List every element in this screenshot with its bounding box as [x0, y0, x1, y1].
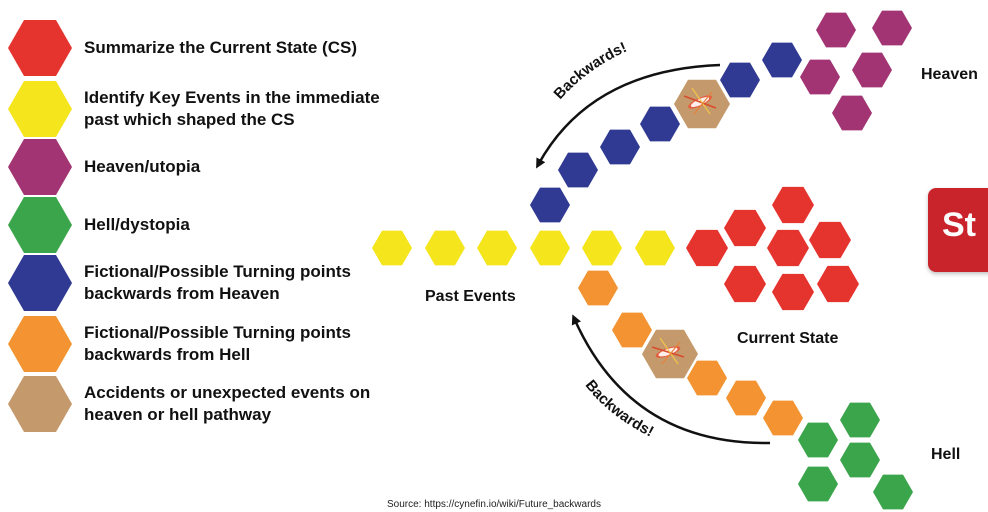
- legend-item-hell-turning-points: Fictional/Possible Turning points backwa…: [8, 316, 428, 372]
- accident-hexagon-hell-path: [642, 329, 698, 379]
- red-hexagon: [809, 221, 851, 259]
- heaven-hexagons: [800, 10, 912, 131]
- red-hexagon: [772, 273, 814, 311]
- yellow-hexagon: [372, 230, 412, 266]
- legend-item-key-events: Identify Key Events in the immediate pas…: [8, 81, 428, 137]
- orange-hexagon: [726, 380, 766, 416]
- yellow-hexagon: [425, 230, 465, 266]
- hell-turning-point-hexagons: [578, 270, 803, 436]
- blue-hexagon: [558, 152, 598, 188]
- red-hexagon: [817, 265, 859, 303]
- legend-item-accidents: Accidents or unexpected events on heaven…: [8, 376, 428, 432]
- yellow-hexagon: [582, 230, 622, 266]
- backwards-label-top: Backwards!: [551, 39, 630, 103]
- purple-hexagon: [800, 59, 840, 95]
- orange-hexagon: [687, 360, 727, 396]
- red-hexagon: [724, 265, 766, 303]
- hell-label: Hell: [931, 446, 961, 463]
- purple-hexagon: [832, 95, 872, 131]
- backwards-arrow-top: [536, 63, 721, 169]
- blue-hexagon-icon: [8, 255, 72, 311]
- green-hexagon: [840, 402, 880, 438]
- hell-hexagons: [798, 402, 913, 510]
- purple-hexagon: [872, 10, 912, 46]
- legend-item-heaven: Heaven/utopia: [8, 139, 428, 195]
- legend-label: Fictional/Possible Turning points backwa…: [84, 262, 351, 303]
- red-hexagon: [686, 229, 728, 267]
- purple-hexagon-icon: [8, 139, 72, 195]
- yellow-hexagon: [477, 230, 517, 266]
- heaven-turning-point-hexagons: [530, 42, 802, 223]
- orange-hexagon: [578, 270, 618, 306]
- legend-item-hell: Hell/dystopia: [8, 197, 428, 253]
- legend-label: Heaven/utopia: [84, 157, 201, 176]
- current-state-label: Current State: [737, 330, 839, 347]
- legend-label: Hell/dystopia: [84, 215, 190, 234]
- red-hexagon-icon: [8, 20, 72, 76]
- badge-text: St: [942, 206, 976, 244]
- explosion-icon: [683, 87, 717, 115]
- legend-item-heaven-turning-points: Fictional/Possible Turning points backwa…: [8, 255, 428, 311]
- blue-hexagon: [720, 62, 760, 98]
- past-events-label: Past Events: [425, 288, 516, 305]
- legend-label: Accidents or unexpected events on heaven…: [84, 383, 371, 424]
- explosion-icon: [651, 337, 685, 365]
- slide-badge: St: [928, 188, 988, 272]
- past-events-hexagons: [372, 230, 675, 266]
- green-hexagon-icon: [8, 197, 72, 253]
- red-hexagon: [767, 229, 809, 267]
- legend-label: Fictional/Possible Turning points backwa…: [84, 323, 351, 364]
- orange-hexagon: [612, 312, 652, 348]
- blue-hexagon: [600, 129, 640, 165]
- yellow-hexagon: [635, 230, 675, 266]
- legend-label: Identify Key Events in the immediate pas…: [84, 88, 380, 129]
- source-caption: Source: https://cynefin.io/wiki/Future_b…: [387, 499, 601, 510]
- blue-hexagon: [762, 42, 802, 78]
- green-hexagon: [873, 474, 913, 510]
- current-state-hexagons: [686, 186, 859, 311]
- purple-hexagon: [852, 52, 892, 88]
- backwards-arrow-bottom: [571, 314, 771, 445]
- legend-label: Summarize the Current State (CS): [84, 38, 357, 57]
- purple-hexagon: [816, 12, 856, 48]
- green-hexagon: [798, 466, 838, 502]
- green-hexagon: [798, 422, 838, 458]
- tan-hexagon-icon: [8, 376, 72, 432]
- blue-hexagon: [640, 106, 680, 142]
- legend-item-current-state: Summarize the Current State (CS): [8, 20, 428, 76]
- orange-hexagon: [763, 400, 803, 436]
- green-hexagon: [840, 442, 880, 478]
- yellow-hexagon: [530, 230, 570, 266]
- orange-hexagon-icon: [8, 316, 72, 372]
- red-hexagon: [724, 209, 766, 247]
- blue-hexagon: [530, 187, 570, 223]
- yellow-hexagon-icon: [8, 81, 72, 137]
- accident-hexagon-heaven-path: [674, 79, 730, 129]
- red-hexagon: [772, 186, 814, 224]
- heaven-label: Heaven: [921, 66, 978, 83]
